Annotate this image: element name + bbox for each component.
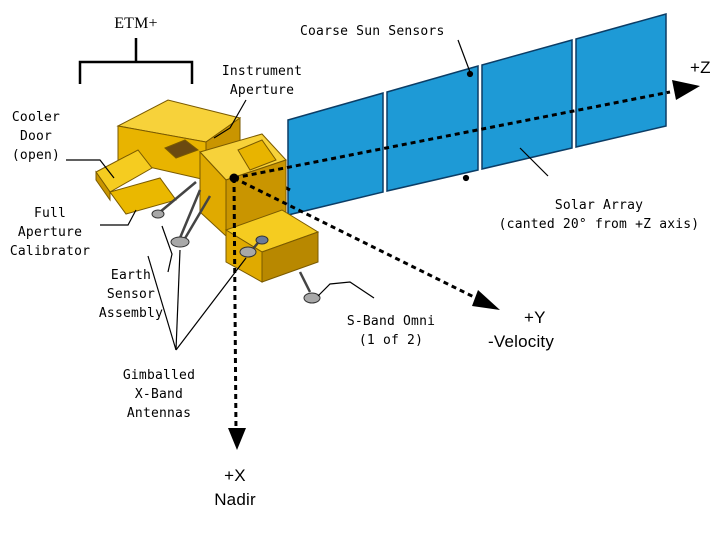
solar-array-label: Solar Array (canted 20° from +Z axis) — [498, 198, 700, 232]
leader-lines — [66, 39, 549, 351]
etm-label: ETM+ — [114, 15, 158, 32]
cooler-door-label: Cooler Door (open) — [11, 110, 61, 163]
coarse-sun-sensors-label: Coarse Sun Sensors — [300, 24, 445, 39]
spacecraft-bus — [95, 99, 320, 283]
x-arrowhead — [228, 428, 246, 450]
antenna-dishes — [151, 209, 321, 304]
etm-bracket — [78, 38, 194, 84]
z-axis-line — [233, 90, 671, 180]
instrument-aperture-label: Instrument Aperture — [221, 64, 303, 98]
earth-sensor-assembly-label: Earth Sensor Assembly — [98, 268, 164, 321]
plus-x-label: +X — [224, 466, 246, 485]
z-arrowhead — [672, 80, 700, 100]
axis-arrowheads — [228, 80, 700, 450]
solar-panel-4 — [575, 13, 667, 148]
x-band-antenna-1 — [151, 209, 165, 219]
s-band-omni — [303, 292, 321, 304]
solar-array — [261, 13, 667, 216]
x-band-antenna-2 — [170, 236, 190, 248]
x-axis-line — [232, 177, 238, 433]
nadir-label: Nadir — [214, 490, 256, 509]
plus-z-label: +Z — [690, 58, 711, 77]
s-band-omni-label: S-Band Omni (1 of 2) — [346, 314, 436, 348]
x-band-antenna-3 — [239, 246, 257, 258]
solar-panel-1 — [287, 92, 384, 216]
instrument-aperture — [164, 139, 200, 159]
plus-y-label: +Y — [524, 308, 546, 327]
full-aperture-calibrator-label: Full Aperture Calibrator — [9, 206, 91, 259]
y-axis-line — [233, 176, 485, 304]
solar-panel-2 — [386, 65, 479, 192]
axes — [232, 90, 671, 433]
gimballed-antennas-label: Gimballed X-Band Antennas — [122, 368, 196, 421]
solar-panel-3 — [481, 39, 573, 170]
y-arrowhead — [472, 290, 500, 310]
minus-velocity-label: -Velocity — [488, 332, 555, 351]
axis-origin — [229, 173, 239, 183]
